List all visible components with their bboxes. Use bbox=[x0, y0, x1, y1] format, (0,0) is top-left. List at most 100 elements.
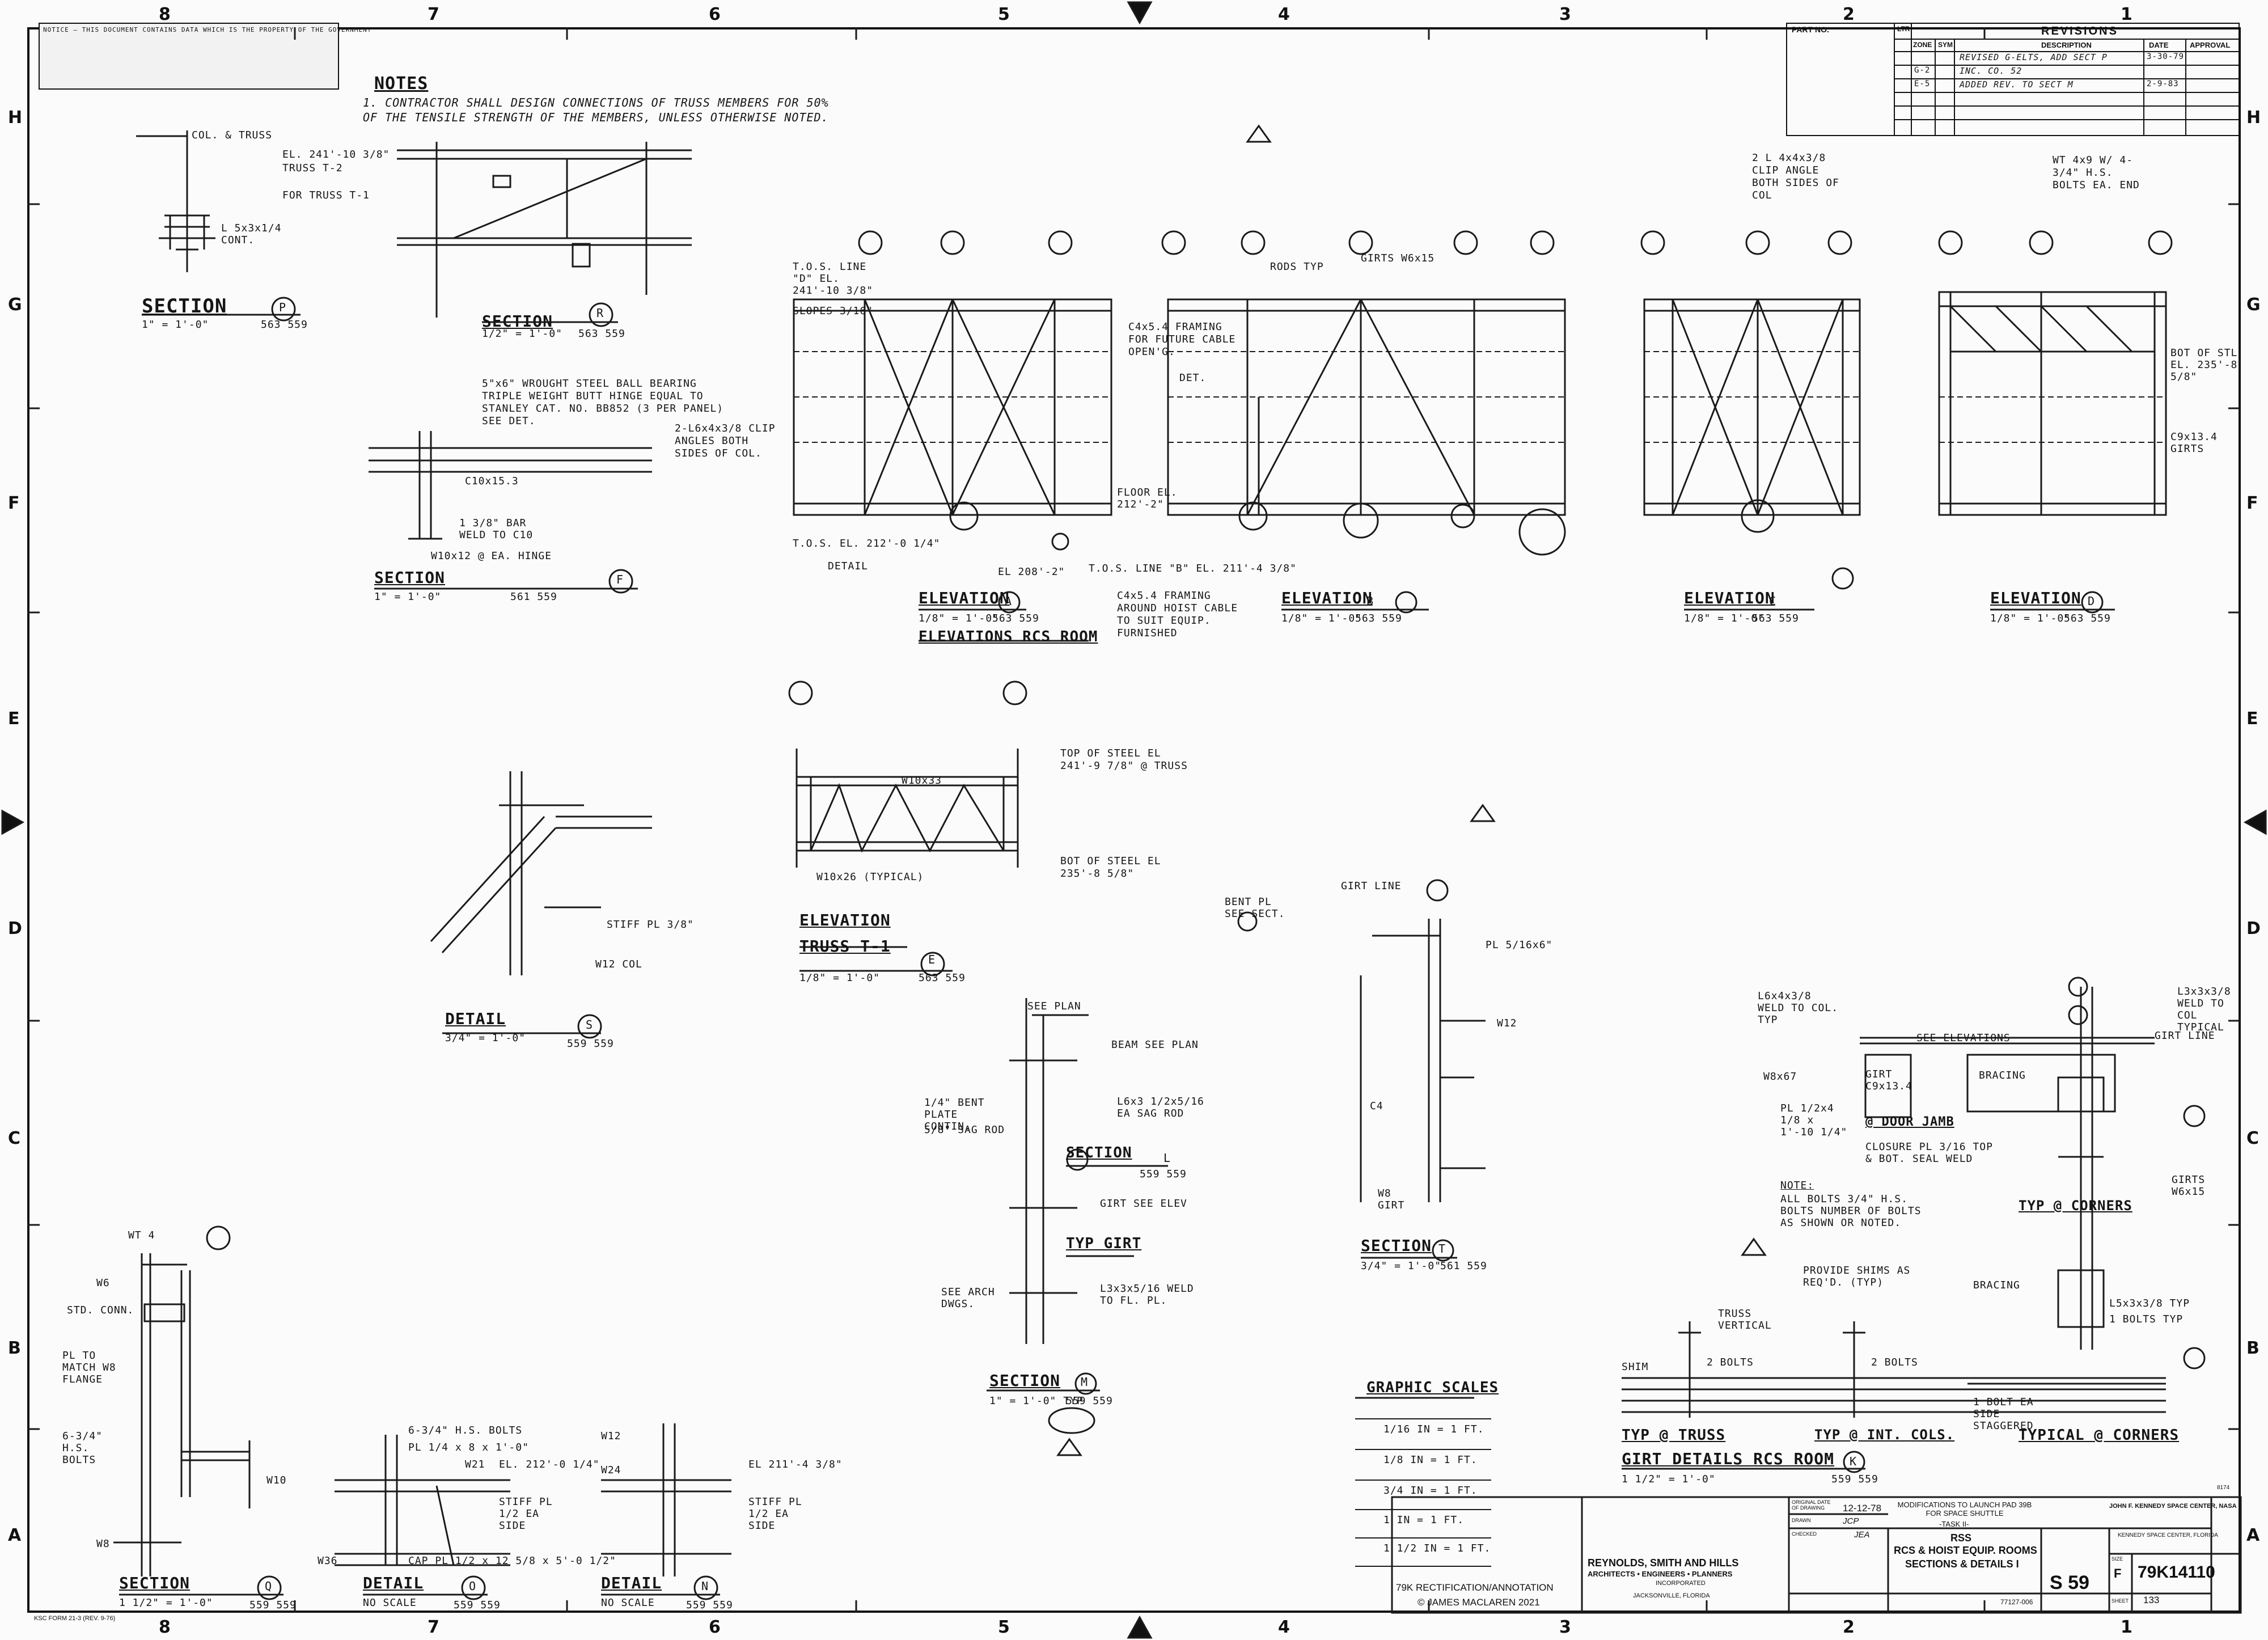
section-m-ref: 559 559 bbox=[1066, 1395, 1113, 1407]
elev-a-mark: A bbox=[1005, 594, 1013, 608]
annotation-line-2: © JAMES MACLAREN 2021 bbox=[1417, 1597, 1540, 1608]
col-marker: 4 bbox=[1278, 5, 1290, 24]
cap-pl-label: CAP PL 1/2 x 12 5/8 x 5'-0 1/2" bbox=[408, 1555, 616, 1567]
contract-number: 77127-006 bbox=[2000, 1598, 2033, 1606]
l3-label: L3x3x5/16 WELD TO FL. PL. bbox=[1100, 1283, 1194, 1307]
elev-c-title: ELEVATION bbox=[1684, 589, 1775, 607]
row-marker: H bbox=[2246, 108, 2261, 128]
note-bolts-heading: NOTE: bbox=[1780, 1180, 1814, 1191]
project-task: -TASK II- bbox=[1939, 1520, 1969, 1528]
section-q-ref: 559 559 bbox=[249, 1599, 297, 1611]
section-p-ref: 563 559 bbox=[261, 319, 308, 331]
typical-corners-title: TYPICAL @ CORNERS bbox=[2019, 1427, 2180, 1444]
rss-label: RSS bbox=[1950, 1532, 1972, 1544]
elev-a-ref: 563 559 bbox=[992, 612, 1039, 624]
rev-rule bbox=[1895, 65, 2239, 66]
drawing-title-2: SECTIONS & DETAILS I bbox=[1905, 1558, 2019, 1570]
section-t-mark: T bbox=[1438, 1242, 1446, 1256]
bracing-2-label: BRACING bbox=[1973, 1279, 2020, 1291]
section-q-mark: Q bbox=[265, 1579, 273, 1593]
elev-d-mark: D bbox=[2088, 594, 2096, 608]
girt-line-2-label: GIRT LINE bbox=[2155, 1030, 2215, 1042]
tos-line-d-label: T.O.S. LINE "D" EL. 241'-10 3/8" bbox=[793, 261, 874, 297]
bot-steel-2-label: BOT OF STEEL EL 235'-8 5/8" bbox=[1060, 855, 1161, 880]
detail-n-scale: NO SCALE bbox=[601, 1597, 655, 1609]
l5-label: L 5x3x1/4 CONT. bbox=[221, 222, 282, 246]
col-marker: 6 bbox=[709, 5, 721, 24]
el-241-label: EL. 241'-10 3/8" bbox=[282, 149, 390, 160]
checked-value: JEA bbox=[1854, 1530, 1870, 1540]
revisions-divider bbox=[1894, 23, 1895, 136]
bolts-q-label: 6-3/4" H.S. BOLTS bbox=[62, 1430, 103, 1466]
stiff-label: STIFF PL 3/8" bbox=[607, 919, 694, 931]
sheet-border bbox=[27, 27, 2241, 1613]
revision-row-desc: INC. CO. 52 bbox=[1960, 66, 2022, 76]
row-marker: E bbox=[8, 709, 20, 729]
government-notice-box bbox=[39, 23, 339, 90]
elev-truss-title: ELEVATION bbox=[799, 911, 891, 929]
row-marker: F bbox=[2246, 493, 2258, 513]
detail-o-title: DETAIL bbox=[363, 1574, 424, 1592]
section-f-title: SECTION bbox=[374, 568, 446, 587]
section-f-mark: F bbox=[616, 573, 624, 586]
detail-o-mark: O bbox=[469, 1579, 477, 1593]
elev-d-title: ELEVATION bbox=[1990, 589, 2081, 607]
row-marker: G bbox=[8, 295, 22, 315]
sheet-of: 133 bbox=[2143, 1595, 2160, 1605]
elev-truss-mark: E bbox=[928, 953, 936, 966]
section-r-scale: 1/2" = 1'-0" bbox=[482, 328, 563, 340]
truss-t2-label: TRUSS T-2 bbox=[282, 162, 343, 174]
scale-2-caption: 1/8 IN = 1 FT. bbox=[1383, 1454, 1478, 1466]
typ-corners-title: TYP @ CORNERS bbox=[2019, 1198, 2132, 1214]
firm-inc: INCORPORATED bbox=[1656, 1580, 1706, 1587]
see-plan-label: SEE PLAN bbox=[1027, 1000, 1081, 1012]
for-truss-label: FOR TRUSS T-1 bbox=[282, 189, 370, 201]
w21-label: W21 bbox=[465, 1459, 485, 1470]
col-marker: 2 bbox=[1843, 1617, 1855, 1637]
row-marker: C bbox=[8, 1128, 21, 1148]
beam-see-plan-label: BEAM SEE PLAN bbox=[1111, 1039, 1199, 1051]
scale-5-caption: 1 1/2 IN = 1 FT. bbox=[1383, 1542, 1491, 1554]
elev-b-mark: B bbox=[1366, 594, 1374, 608]
scale-1-caption: 1/16 IN = 1 FT. bbox=[1383, 1423, 1484, 1435]
section-t-scale: 3/4" = 1'-0" bbox=[1361, 1260, 1442, 1272]
row-marker: A bbox=[2246, 1525, 2260, 1545]
size-value: F bbox=[2114, 1566, 2122, 1580]
el-208-label: EL 208'-2" bbox=[998, 566, 1065, 578]
bracing-label: BRACING bbox=[1979, 1070, 2026, 1081]
detail-o-ref-label: DETAIL bbox=[828, 560, 869, 572]
detail-n-mark: N bbox=[701, 1579, 709, 1593]
w36-label: W36 bbox=[318, 1555, 338, 1567]
rev-col bbox=[2185, 39, 2186, 136]
detail-o-scale: NO SCALE bbox=[363, 1597, 417, 1609]
typ-girt-title: TYP GIRT bbox=[1066, 1235, 1142, 1252]
pl-516-label: PL 5/16x6" bbox=[1486, 939, 1553, 951]
sheet-number: S 59 bbox=[2050, 1572, 2089, 1593]
checked-label: CHECKED bbox=[1792, 1531, 1817, 1537]
w8-label: W8 bbox=[96, 1538, 110, 1550]
col-marker: 5 bbox=[998, 5, 1010, 24]
two-bolts-2-label: 2 BOLTS bbox=[1871, 1356, 1918, 1368]
girts-w6-2-label: GIRTS W6x15 bbox=[2172, 1174, 2206, 1198]
elev-c-scale: 1/8" = 1'-0" bbox=[1684, 612, 1765, 624]
rev-rule bbox=[1895, 119, 2239, 120]
firm-name: REYNOLDS, SMITH AND HILLS bbox=[1588, 1557, 1739, 1569]
col-marker: 2 bbox=[1843, 5, 1855, 24]
girt-details-scale: 1 1/2" = 1'-0" bbox=[1622, 1473, 1716, 1485]
col-marker: 8 bbox=[159, 5, 171, 24]
zone-label: ZONE bbox=[1913, 41, 1932, 49]
elev-a-scale: 1/8" = 1'-0" bbox=[919, 612, 1000, 624]
l3-weld-label: L3x3x3/8 WELD TO COL TYPICAL bbox=[2177, 986, 2231, 1033]
date-label: DATE bbox=[2149, 41, 2169, 49]
el-212-label: EL. 212'-0 1/4" bbox=[499, 1459, 600, 1470]
section-t-ref: 561 559 bbox=[1440, 1260, 1487, 1272]
rev-col bbox=[2143, 39, 2144, 136]
w10-label: W10x12 @ EA. HINGE bbox=[431, 550, 552, 562]
sheet-label: SHEET bbox=[2112, 1598, 2129, 1604]
elev-truss-subtitle: TRUSS T-1 bbox=[799, 937, 891, 956]
rev-rule bbox=[1895, 51, 2239, 52]
elev-d-scale: 1/8" = 1'-0" bbox=[1990, 612, 2071, 624]
row-marker: H bbox=[8, 108, 23, 128]
truss-vert-label: TRUSS VERTICAL bbox=[1718, 1308, 1772, 1332]
typ-truss-title: TYP @ TRUSS bbox=[1622, 1427, 1726, 1444]
